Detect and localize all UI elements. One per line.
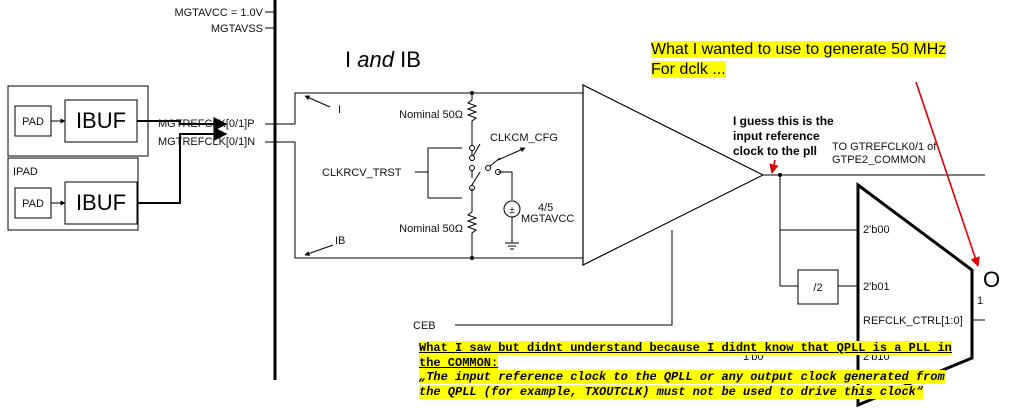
- clkrcv-bracket: [427, 147, 462, 199]
- wire-ib: [285, 141, 583, 259]
- svg-text:/2: /2: [813, 282, 822, 294]
- svg-text:2'b01: 2'b01: [863, 281, 890, 293]
- pad-box-2: [14, 187, 52, 219]
- svg-text:2'b00: 2'b00: [863, 224, 890, 236]
- resistor-top-label: Nominal 50Ω: [399, 109, 463, 121]
- svg-text:I: I: [338, 104, 341, 116]
- svg-text:IBUF: IBUF: [76, 108, 126, 133]
- refclk-ctrl-label: REFCLK_CTRL[1:0]: [863, 315, 963, 327]
- clkrcv-label: CLKRCV_TRST: [322, 167, 402, 179]
- mux-output-o: O: [983, 267, 1000, 292]
- divide-by-2-box: [797, 269, 839, 305]
- output-label-2: GTPE2_COMMON: [832, 154, 926, 166]
- svg-text:4/5: 4/5: [538, 202, 553, 214]
- svg-text:PAD: PAD: [22, 116, 44, 128]
- clock-buffer-triangle: [582, 84, 765, 266]
- annotation-mid: I guess this is the input reference cloc…: [733, 114, 834, 158]
- annotation-bottom-title: What I saw but didnt understand because …: [419, 341, 952, 370]
- avcc-label: MGTAVCC = 1.0V: [174, 7, 263, 19]
- avss-label: MGTAVSS: [211, 23, 263, 35]
- output-label-1: TO GTREFCLK0/1 of: [832, 141, 937, 153]
- ceb-wire: [455, 230, 673, 326]
- resistor-top: [466, 93, 478, 135]
- ibuf1-to-pin-p: [137, 117, 228, 131]
- svg-text:IBUF: IBUF: [76, 190, 126, 215]
- svg-text:1: 1: [977, 295, 983, 307]
- annotation-top-line1: What I wanted to use to generate 50 MHz: [651, 41, 947, 58]
- pad-box-1: [14, 105, 52, 137]
- annotation-top-line2: For dclk ...: [651, 61, 726, 78]
- wire-i: [285, 92, 583, 125]
- heading-i-and-ib: I and IB: [345, 47, 421, 72]
- pin-n-label: MGTREFCLK[0/1]N: [158, 136, 255, 148]
- annotation-bottom: What I saw but didnt understand because …: [419, 341, 967, 399]
- svg-text:MGTAVCC: MGTAVCC: [521, 213, 574, 225]
- ibuf2-to-pin-n: [137, 127, 228, 204]
- annotation-bottom-quote: „The input reference clock to the QPLL o…: [419, 370, 945, 399]
- svg-text:±: ±: [509, 205, 515, 216]
- svg-text:IB: IB: [335, 235, 345, 247]
- resistor-bottom: [466, 205, 478, 258]
- resistor-bottom-label: Nominal 50Ω: [399, 223, 463, 235]
- annotation-top: What I wanted to use to generate 50 MHz …: [651, 40, 947, 80]
- svg-text:PAD: PAD: [22, 198, 44, 210]
- ipad-label: IPAD: [13, 166, 38, 178]
- pin-p-label: MGTREFCLK[0/1]P: [158, 118, 255, 130]
- red-arrow-to-output: [915, 81, 980, 267]
- clkcm-label: CLKCM_CFG: [490, 132, 558, 144]
- ceb-label: CEB: [413, 320, 436, 332]
- red-arrow-to-input: [769, 159, 779, 174]
